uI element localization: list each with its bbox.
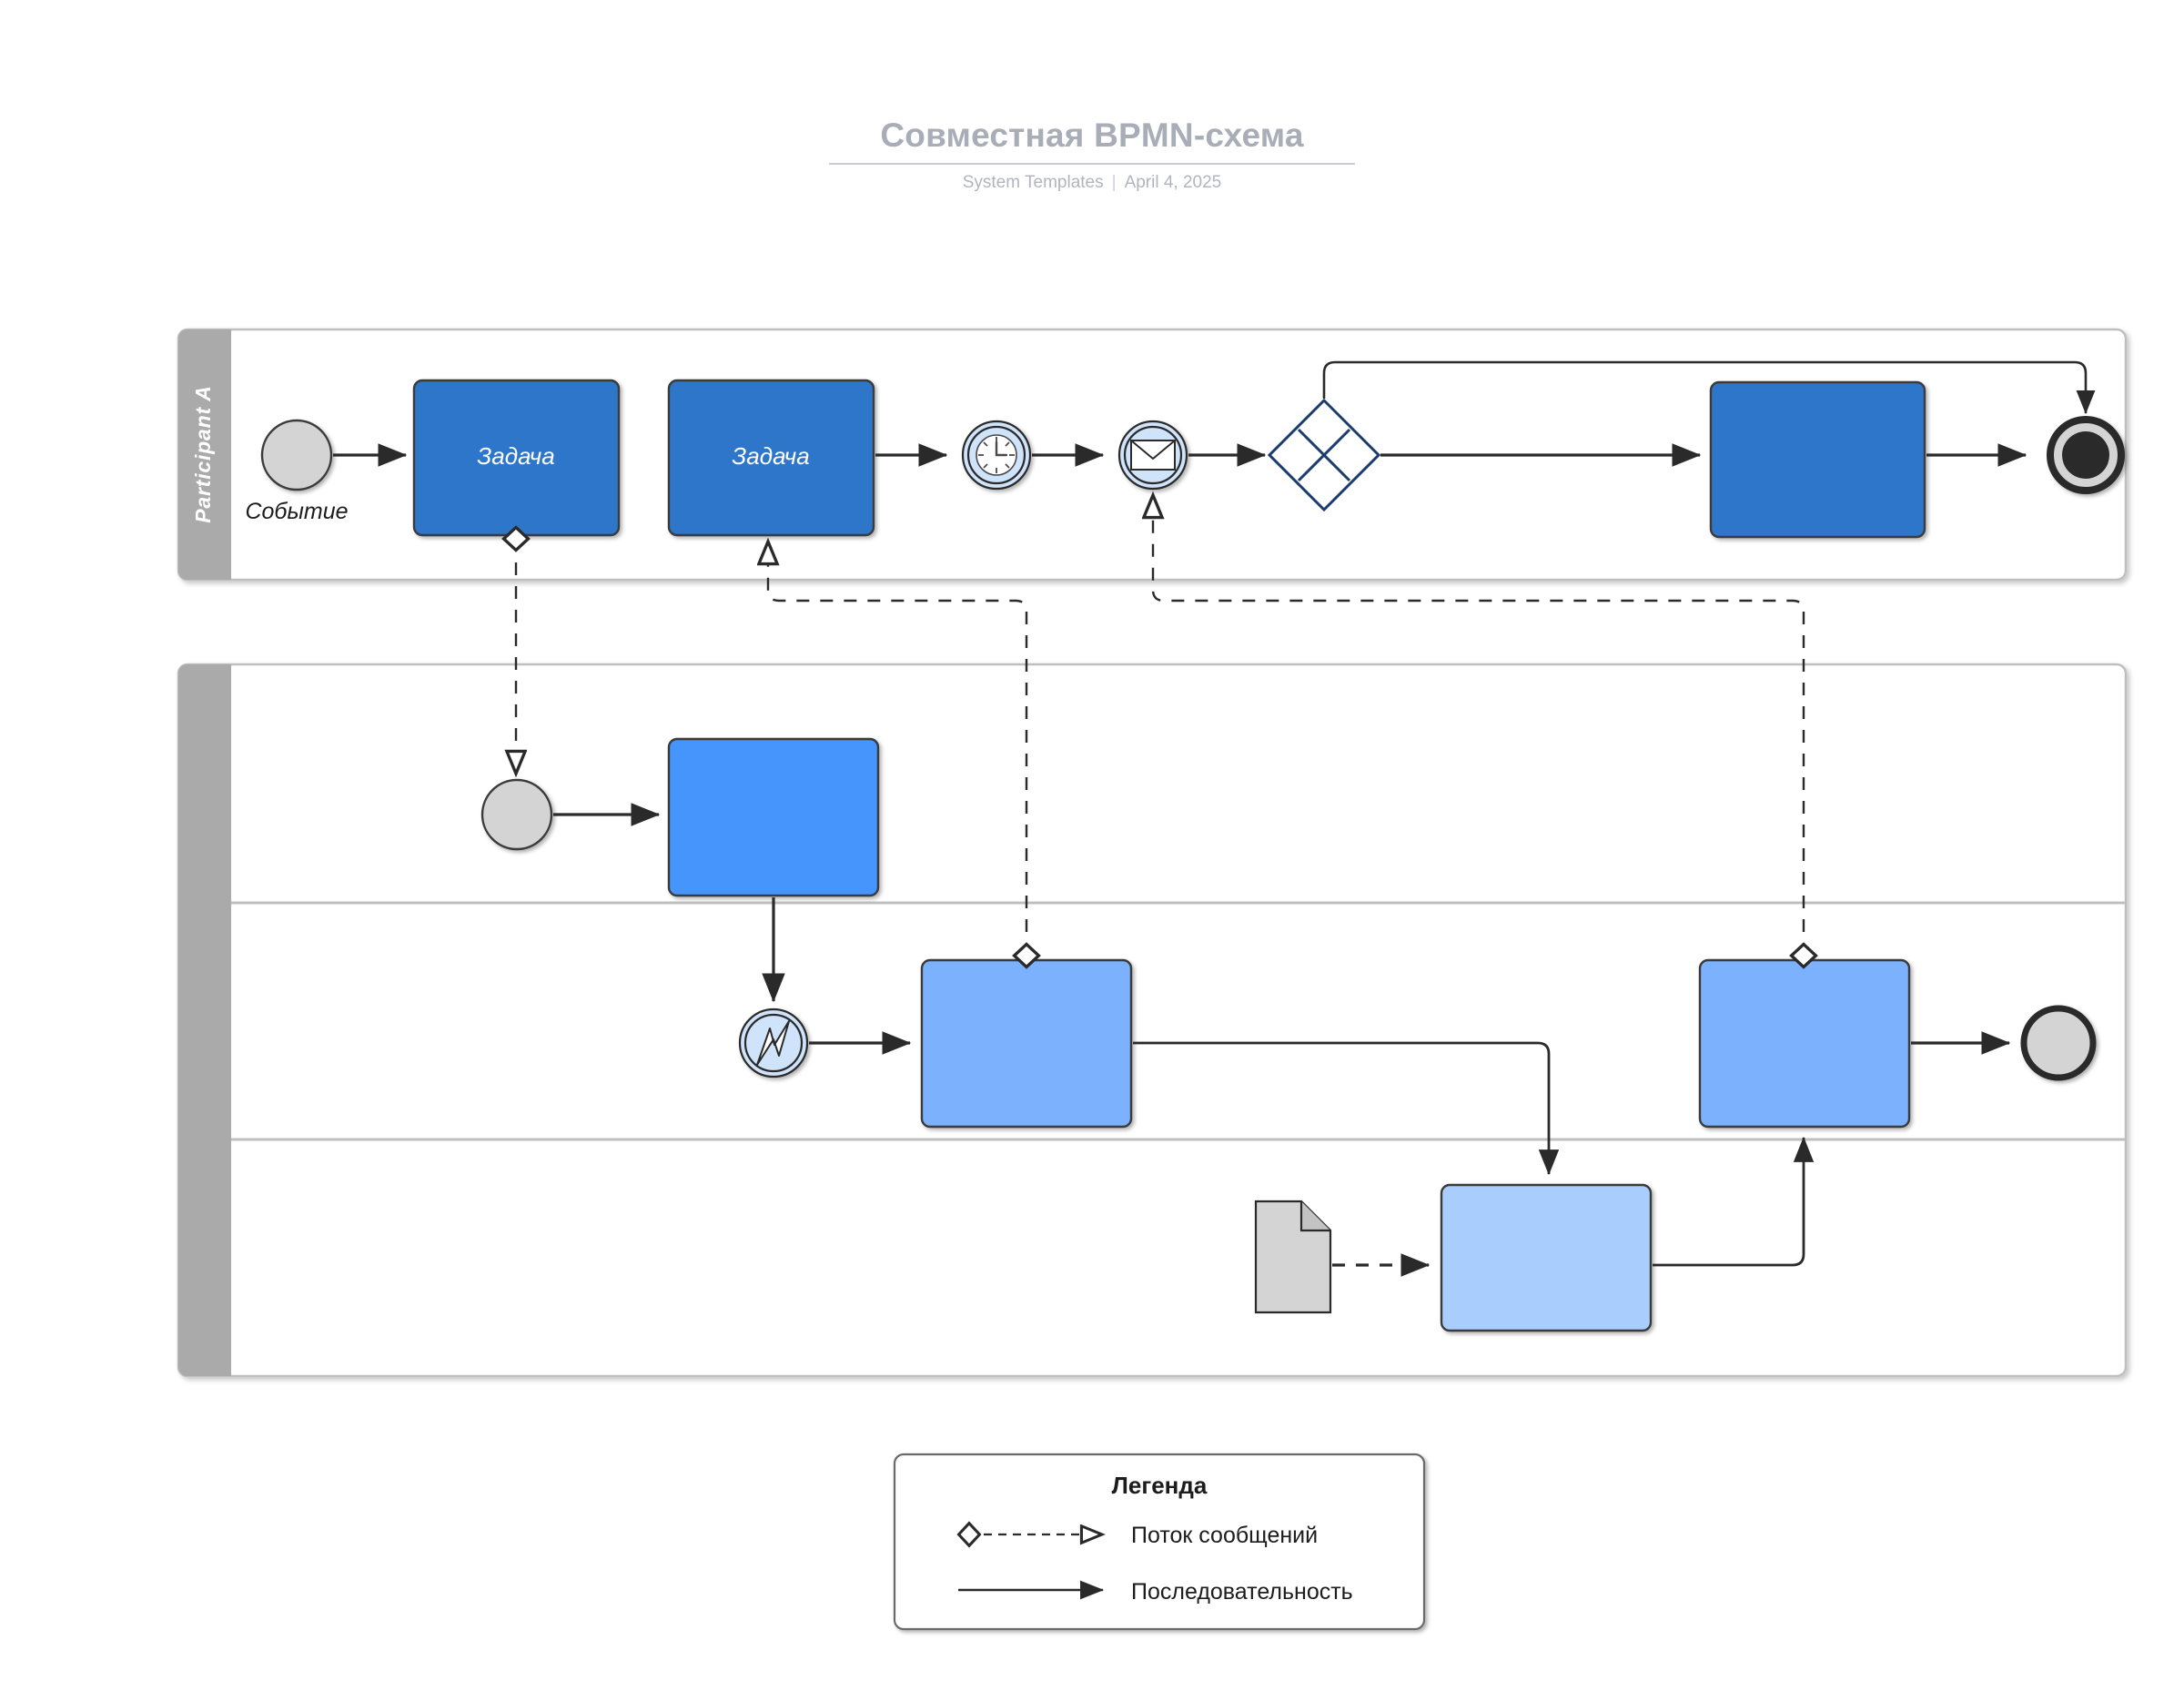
page-title: Совместная BPMN-схема [880, 116, 1304, 154]
end-event-a[interactable] [2047, 416, 2125, 494]
task-b-2[interactable] [920, 958, 1133, 1129]
legend-sequence-flow: Последовательность [958, 1579, 1353, 1605]
legend-message-flow-label: Поток сообщений [1131, 1523, 1318, 1548]
start-event-a-label: Событие [245, 499, 348, 524]
legend-title: Легенда [1112, 1472, 1208, 1499]
data-object-b[interactable] [1254, 1200, 1332, 1314]
sequence-flow [1322, 360, 2096, 415]
message-event-a[interactable] [1117, 420, 1188, 491]
lightning-bolt-icon [756, 1020, 790, 1066]
timer-event-a[interactable] [961, 420, 1032, 491]
task-b-4[interactable] [1698, 958, 1911, 1129]
page-subtitle: System Templates | April 4, 2025 [0, 173, 2184, 193]
envelope-icon [1130, 440, 1176, 471]
pool-a-label: Participant A [191, 385, 215, 522]
task-b-3[interactable] [1440, 1183, 1653, 1332]
sequence-flow [1133, 1041, 1560, 1176]
subtitle-source: System Templates [962, 173, 1104, 192]
task-a-2[interactable]: Задача [667, 379, 875, 537]
sequence-flow [1653, 1136, 1815, 1267]
gateway-x-icon [1297, 428, 1351, 482]
clock-icon [976, 434, 1017, 476]
subtitle-date: April 4, 2025 [1124, 173, 1222, 192]
end-event-b[interactable] [2020, 1005, 2097, 1081]
start-event-b[interactable] [480, 778, 553, 851]
legend-sequence-flow-label: Последовательность [1131, 1579, 1353, 1605]
legend: Легенда Поток сообщений Последовательнос… [893, 1453, 1426, 1631]
task-a-1[interactable]: Задача [412, 379, 621, 537]
task-a-2-label: Задача [732, 442, 809, 470]
error-event-b[interactable] [738, 1008, 809, 1078]
task-b-1[interactable] [667, 737, 880, 897]
task-a-3[interactable] [1709, 380, 1926, 539]
task-a-1-label: Задача [477, 442, 554, 470]
legend-message-flow: Поток сообщений [969, 1523, 1318, 1548]
start-event-a[interactable]: Событие [245, 419, 349, 524]
message-flow [1153, 496, 1804, 956]
subtitle-separator: | [1111, 173, 1117, 192]
message-flow [768, 542, 1026, 956]
title-divider [829, 163, 1355, 165]
